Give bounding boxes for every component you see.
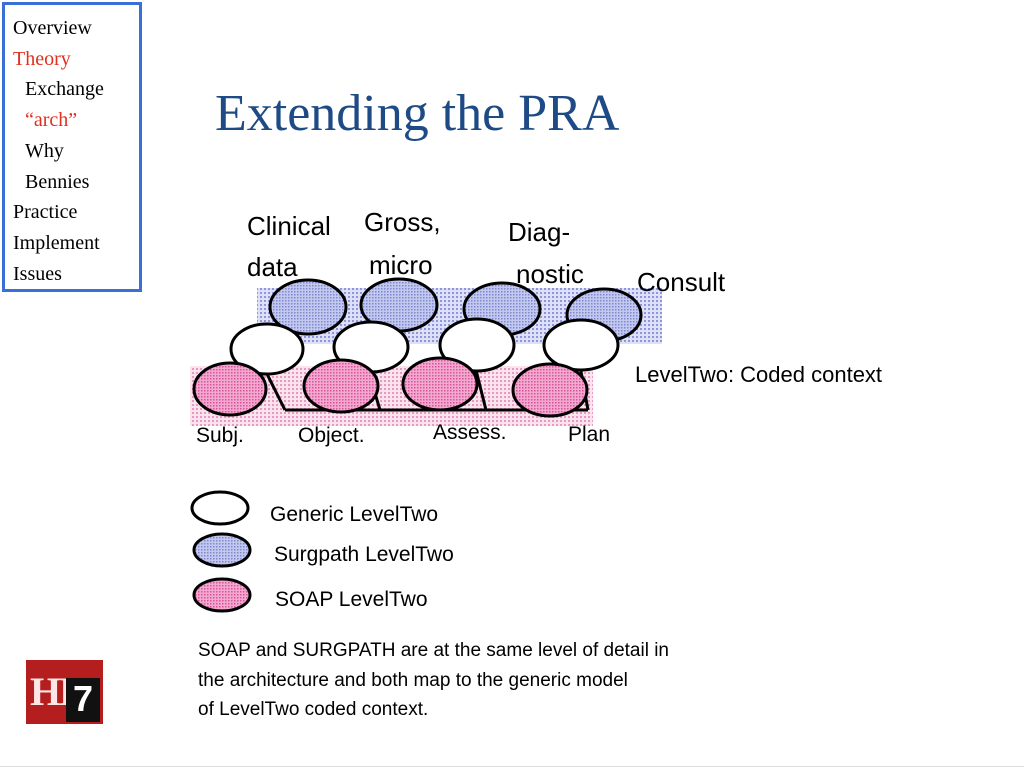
label-diag-2: nostic (516, 259, 584, 289)
legend-surgpath-label: Surgpath LevelTwo (274, 543, 454, 566)
note-line-1: SOAP and SURGPATH are at the same level … (198, 640, 669, 661)
label-plan: Plan (568, 423, 610, 446)
soap-ellipse-object (302, 358, 380, 414)
label-diag-1: Diag- (508, 217, 570, 247)
nav-item-theory[interactable]: Theory (13, 47, 71, 70)
nav-item-practice[interactable]: Practice (13, 201, 78, 224)
nav-item-arch[interactable]: “arch” (25, 109, 78, 132)
note-line-3: of LevelTwo coded context. (198, 699, 428, 720)
slide-title: Extending the PRA (215, 85, 620, 142)
slide-bottom-divider (0, 766, 1024, 767)
label-consult: Consult (637, 267, 726, 297)
legend-generic-label: Generic LevelTwo (270, 503, 438, 526)
label-clinical-2: data (247, 252, 298, 282)
generic-ellipse-1 (229, 322, 305, 376)
generic-ellipse-4 (542, 318, 620, 372)
label-subj: Subj. (196, 424, 244, 447)
nav-item-issues[interactable]: Issues (13, 262, 62, 285)
nav-item-implement[interactable]: Implement (13, 231, 100, 254)
nav-item-bennies[interactable]: Bennies (25, 170, 90, 193)
legend-surgpath-swatch (192, 532, 252, 568)
outline-nav: Overview Theory Exchange “arch” Why Benn… (2, 2, 142, 292)
label-gross-1: Gross, (364, 207, 441, 237)
soap-ellipse-subj (192, 361, 268, 417)
generic-ellipse-3 (438, 317, 516, 373)
soap-ellipse-plan (511, 362, 589, 418)
hl7-logo: HL 7 (26, 660, 103, 724)
note-line-2: the architecture and both map to the gen… (198, 670, 628, 691)
label-object: Object. (298, 424, 365, 447)
nav-item-overview[interactable]: Overview (13, 17, 92, 39)
label-gross-2: micro (369, 250, 433, 280)
nav-item-exchange[interactable]: Exchange (25, 78, 104, 101)
legend-soap-swatch (192, 577, 252, 613)
label-clinical-1: Clinical (247, 211, 331, 241)
legend-soap-label: SOAP LevelTwo (275, 588, 428, 611)
label-level-two: LevelTwo: Coded context (635, 362, 882, 387)
soap-ellipse-assess (401, 356, 479, 412)
nav-item-why[interactable]: Why (25, 139, 64, 162)
label-assess: Assess. (433, 421, 507, 444)
surgpath-ellipse-clinical (268, 278, 348, 336)
legend-generic-swatch (190, 490, 250, 526)
